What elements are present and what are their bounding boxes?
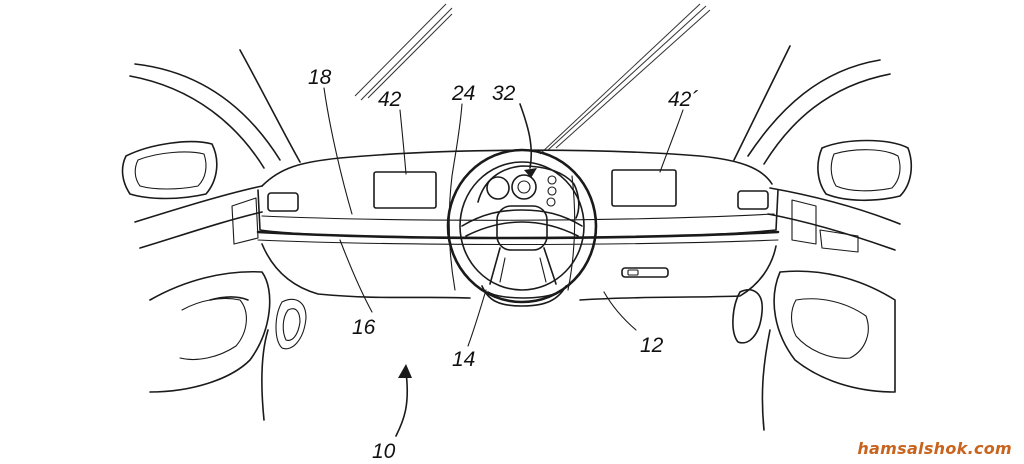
label-18: 18 — [308, 66, 332, 89]
reference-numerals: 18 42 24 32 42´ 16 14 12 10 — [308, 66, 698, 463]
display-42-prime — [611, 169, 677, 207]
label-42-prime: 42´ — [668, 88, 698, 111]
right-door — [732, 187, 901, 431]
right-outer-vent — [737, 190, 769, 210]
label-12: 12 — [640, 334, 664, 357]
right-side-mirror — [817, 139, 913, 202]
left-a-pillar — [129, 49, 301, 169]
arrow-10 — [395, 364, 412, 437]
left-door — [134, 185, 307, 421]
right-a-pillar — [733, 45, 891, 165]
leader-lines — [323, 87, 684, 347]
instrument-cluster — [477, 165, 580, 219]
steering-column — [481, 285, 567, 307]
label-16: 16 — [352, 316, 376, 339]
leader-18 — [323, 87, 353, 215]
watermark: hamsalshok.com — [857, 439, 1012, 458]
label-32: 32 — [492, 82, 516, 105]
label-10: 10 — [372, 440, 396, 463]
label-42: 42 — [378, 88, 402, 111]
display-screens — [373, 169, 677, 209]
leader-14 — [467, 289, 487, 347]
leader-42-prime — [659, 109, 684, 173]
label-24: 24 — [451, 82, 475, 105]
glove-box-handle — [621, 267, 669, 278]
steering-wheel — [446, 148, 598, 304]
arrow-32 — [519, 103, 537, 178]
air-vents — [267, 190, 769, 212]
leader-42 — [399, 109, 407, 175]
label-14: 14 — [452, 348, 475, 371]
leader-24 — [451, 103, 463, 177]
leader-16 — [339, 239, 373, 313]
leader-12 — [603, 291, 637, 331]
display-42 — [373, 171, 437, 209]
left-side-mirror — [121, 140, 218, 200]
left-outer-vent — [267, 192, 299, 212]
windshield-glare-hatching — [354, 3, 711, 155]
dashboard — [256, 149, 780, 301]
